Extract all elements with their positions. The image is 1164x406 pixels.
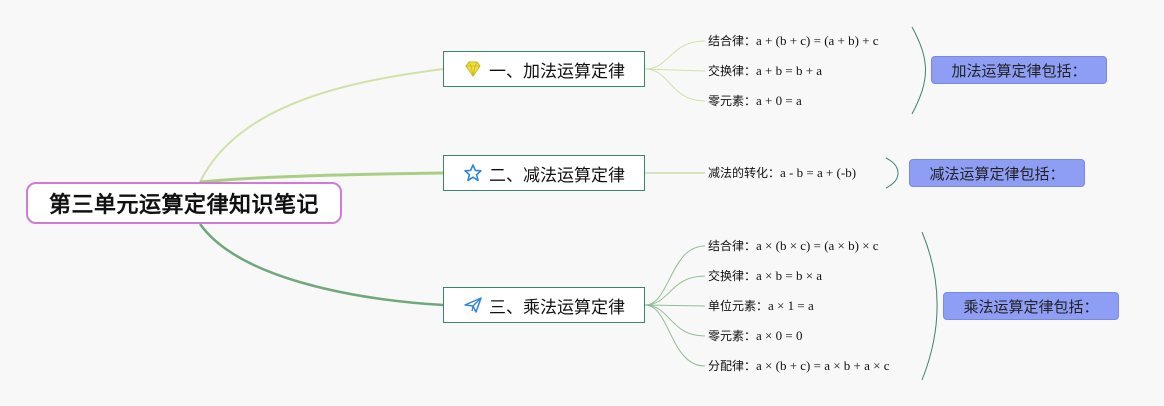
- bracket-branch-3: [921, 231, 938, 381]
- link-b1-leaf-2: [644, 68, 706, 72]
- bracket-branch-2: [885, 157, 899, 189]
- summary-subtraction[interactable]: 减法运算定律包括：: [909, 159, 1085, 187]
- branch-addition[interactable]: 一、加法运算定律: [443, 51, 645, 87]
- link-b3-leaf-1: [644, 245, 706, 306]
- leaf-subtraction-conversion[interactable]: 减法的转化：a - b = a + (-b): [708, 165, 857, 180]
- leaf-addition-commutative[interactable]: 交换律：a + b = b + a: [708, 63, 823, 78]
- branch-multiplication[interactable]: 三、乘法运算定律: [443, 287, 645, 323]
- star-icon: [463, 163, 483, 183]
- root-topic[interactable]: 第三单元运算定律知识笔记: [26, 182, 342, 224]
- leaf-addition-zero[interactable]: 零元素：a + 0 = a: [708, 93, 802, 108]
- link-root-branch-3: [198, 223, 444, 307]
- branch-subtraction[interactable]: 二、减法运算定律: [443, 155, 645, 191]
- link-b3-leaf-3: [644, 304, 706, 307]
- branch-subtraction-label: 二、减法运算定律: [489, 165, 625, 186]
- link-b3-leaf-2: [644, 275, 706, 306]
- summary-addition[interactable]: 加法运算定律包括：: [931, 56, 1107, 84]
- link-b1-leaf-3: [644, 68, 706, 102]
- leaf-multiplication-identity[interactable]: 单位元素：a × 1 = a: [708, 298, 814, 313]
- bracket-branch-1: [911, 26, 926, 115]
- branch-addition-label: 一、加法运算定律: [489, 61, 625, 82]
- branch-multiplication-label: 三、乘法运算定律: [489, 297, 625, 318]
- diamond-icon: [463, 59, 483, 79]
- link-root-branch-2: [199, 171, 444, 184]
- summary-multiplication[interactable]: 乘法运算定律包括：: [943, 292, 1119, 320]
- leaf-multiplication-distributive[interactable]: 分配律：a × (b + c) = a × b + a × c: [708, 358, 890, 373]
- link-b3-leaf-4: [644, 304, 706, 337]
- root-topic-label: 第三单元运算定律知识笔记: [48, 193, 319, 218]
- leaf-multiplication-associative[interactable]: 结合律：a × (b × c) = (a × b) × c: [708, 238, 879, 253]
- leaf-multiplication-zero[interactable]: 零元素：a × 0 = 0: [708, 328, 803, 343]
- paper-plane-icon: [463, 295, 483, 315]
- link-b3-leaf-5: [644, 304, 706, 367]
- leaf-multiplication-commutative[interactable]: 交换律：a × b = b × a: [708, 268, 823, 283]
- leaf-addition-associative[interactable]: 结合律：a + (b + c) = (a + b) + c: [708, 33, 879, 48]
- link-root-branch-1: [199, 68, 444, 183]
- link-b1-leaf-1: [644, 40, 706, 70]
